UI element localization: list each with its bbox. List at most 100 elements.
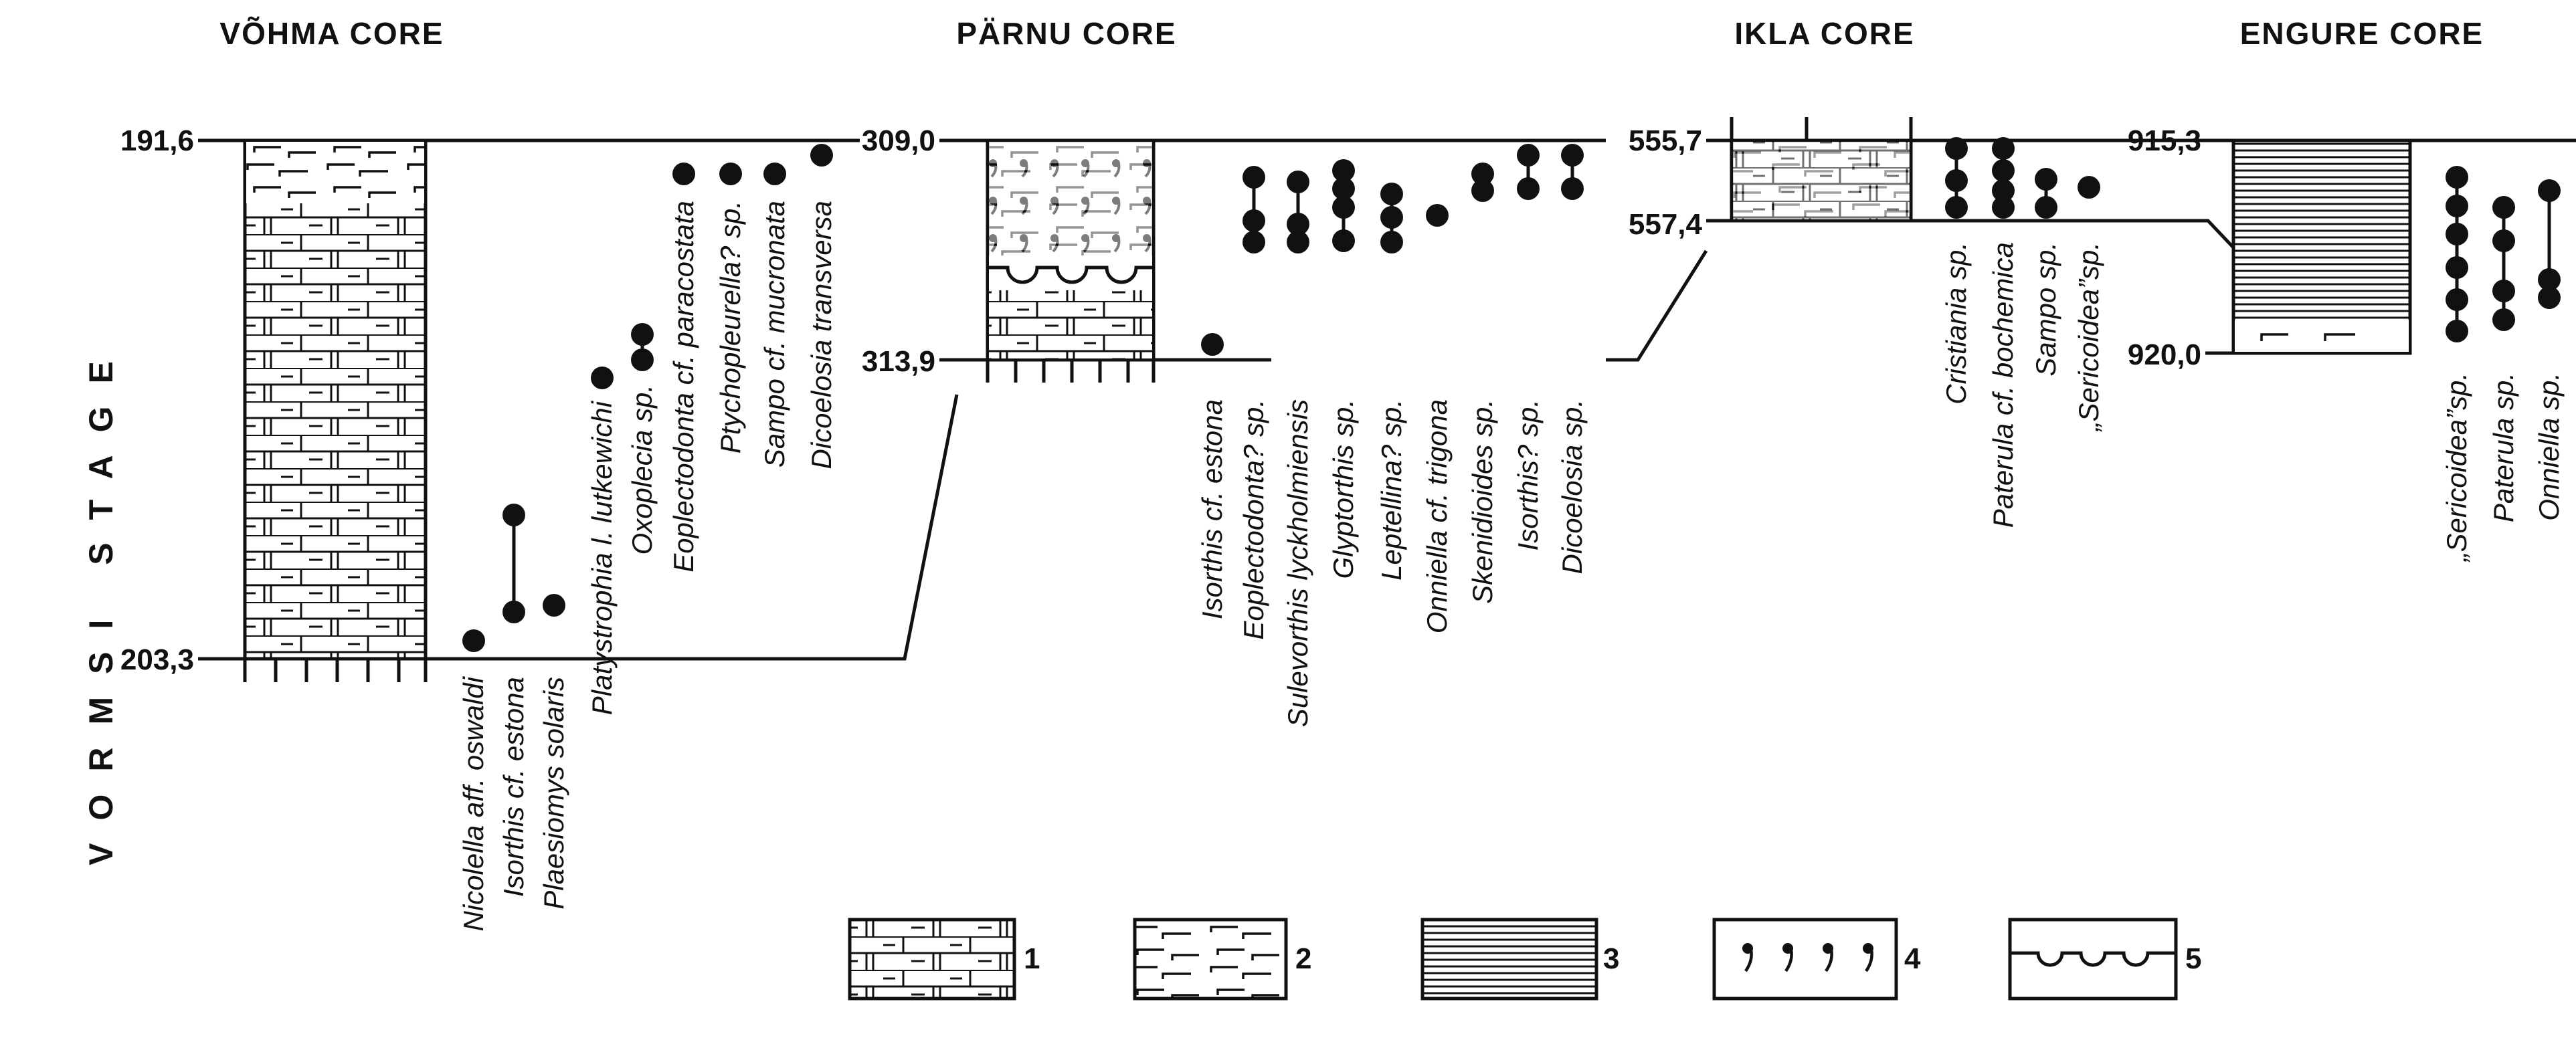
top-depth-label: 555,7 (1629, 124, 1702, 157)
occurrence-dot (1332, 159, 1355, 182)
taxon-label: Paterula sp. (2488, 373, 2519, 522)
lithology-column (243, 138, 428, 661)
core-title: PÄRNU CORE (956, 16, 1176, 51)
occurrence-dot (1945, 169, 1968, 192)
occurrence-dot (1992, 179, 2015, 202)
occurrence-dot (2492, 229, 2515, 252)
taxon-label: „Sericoidea”sp. (2441, 373, 2472, 562)
marl-symbol (2260, 333, 2288, 341)
occurrence-dot (502, 504, 525, 526)
taxon-label: Dicoelosia transversa (806, 201, 837, 470)
occurrence-dot (2078, 176, 2100, 199)
bioclast-interval (989, 142, 1152, 255)
occurrence-dot (1992, 196, 2015, 219)
taxon-label: Isorthis? sp. (1512, 399, 1544, 550)
occurrence-dot (1287, 213, 1309, 235)
core-parnu: PÄRNU CORE 309,0 313,9 Isorthis cf. esto… (862, 16, 1606, 727)
bioclast-symbols (1742, 943, 1873, 972)
correlation-line (868, 394, 959, 661)
occurrence-dot (2538, 179, 2561, 202)
occurrence-dot (1992, 137, 2015, 160)
occurrence-dot (1517, 144, 1540, 167)
legend-swatch (1712, 918, 1898, 1001)
occurrence-dot (1243, 209, 1265, 232)
occurrence-dot (1332, 196, 1355, 219)
top-depth-label: 309,0 (862, 124, 935, 157)
taxon-label: Cristiania sp. (1940, 242, 1972, 405)
core-vohma: VÕHMA CORE 191,6 203,3 Nicolella aff. os… (120, 16, 868, 932)
occurrence-dot (1380, 206, 1403, 229)
occurrence-dot (2035, 168, 2057, 191)
taxon-label: Onniella cf. trigona (1421, 399, 1453, 633)
core-ikla: IKLA CORE 555,7 557,4 Cristiania sp.Pate… (1629, 16, 2268, 528)
legend-number: 1 (1024, 942, 1040, 975)
occurrence-dot (2446, 288, 2468, 311)
occurrence-dot (1287, 231, 1309, 253)
occurrence-dot (1561, 177, 1584, 200)
legend-swatch (848, 918, 1016, 1001)
taxon-label: Glyptorthis sp. (1327, 399, 1359, 579)
occurrence-dot (462, 629, 485, 652)
occurrence-dot (1992, 159, 2015, 182)
taxon-label: Nicolella aff. oswaldi (458, 675, 489, 931)
lithology-column (2231, 138, 2412, 355)
occurrence-dot (763, 163, 786, 185)
occurrence-dot (672, 163, 695, 185)
occurrence-dot (591, 367, 614, 389)
taxon-label: Skenidioides sp. (1467, 399, 1498, 604)
taxon-label: Eoplectodonta cf. paracostata (668, 201, 699, 573)
occurrence-dot (1945, 137, 1968, 160)
bottom-depth-label: 203,3 (120, 643, 194, 676)
stage-label: VORMSI STAGE (82, 338, 120, 865)
legend-item-bioclasts: 4 (1712, 918, 1921, 1001)
correlation-line (1606, 249, 1708, 362)
occurrence-dot (1426, 204, 1449, 227)
legend-number: 5 (2185, 942, 2201, 975)
occurrence-dot (2492, 280, 2515, 302)
occurrence-dot (2446, 256, 2468, 279)
taxon-ranges (1945, 137, 2100, 219)
taxon-label: Sampo cf. mucronata (759, 201, 790, 467)
scale-ticks (1730, 117, 1913, 140)
bottom-depth-label: 557,4 (1629, 208, 1703, 241)
occurrence-dot (2538, 268, 2561, 291)
hardground-surface (988, 266, 1154, 284)
occurrence-dot (1380, 231, 1403, 253)
legend-item-shale: 3 (1420, 918, 1619, 1001)
taxon-ranges (462, 144, 833, 652)
occurrence-dot (2446, 166, 2468, 189)
marl-symbol (2324, 333, 2355, 341)
occurrence-dot (1945, 196, 1968, 219)
occurrence-dot (631, 348, 654, 371)
core-engure: ENGURE CORE 915,3 920,0 „Sericoidea”sp.P… (2128, 16, 2576, 562)
occurrence-dot (1517, 177, 1540, 200)
limestone-interval (989, 290, 1152, 358)
occurrence-dot (631, 323, 654, 346)
occurrence-dot (1201, 333, 1224, 356)
legend-number: 4 (1904, 942, 1921, 975)
occurrence-dot (2538, 286, 2561, 309)
marl-interval (2235, 320, 2409, 352)
occurrence-dot (2035, 196, 2057, 219)
occurrence-dot (1561, 144, 1584, 167)
core-title: VÕHMA CORE (219, 16, 444, 51)
taxon-label: Dicoelosia sp. (1556, 399, 1588, 574)
taxon-label: Isorthis cf. estona (1196, 399, 1228, 619)
hardground-symbol (2010, 951, 2176, 967)
taxon-labels: „Sericoidea”sp. Paterula sp. Onniella sp. (2441, 373, 2565, 562)
legend-number: 3 (1603, 942, 1619, 975)
occurrence-dot (1471, 179, 1494, 202)
scale-ticks (243, 659, 428, 682)
occurrence-dot (1332, 229, 1355, 252)
legend-item-marl: 2 (1133, 918, 1311, 1001)
taxon-label: Isorthis cf. estona (498, 677, 529, 897)
taxon-label: Plaesiomys solaris (538, 677, 569, 910)
legend-number: 2 (1295, 942, 1311, 975)
taxon-label: Onniella sp. (2533, 373, 2565, 521)
marl-interval (246, 142, 424, 203)
legend-swatch (2008, 918, 2178, 1001)
bottom-depth-label: 313,9 (862, 345, 935, 378)
taxon-label: Sampo sp. (2030, 242, 2061, 377)
occurrence-dot (2446, 320, 2468, 342)
